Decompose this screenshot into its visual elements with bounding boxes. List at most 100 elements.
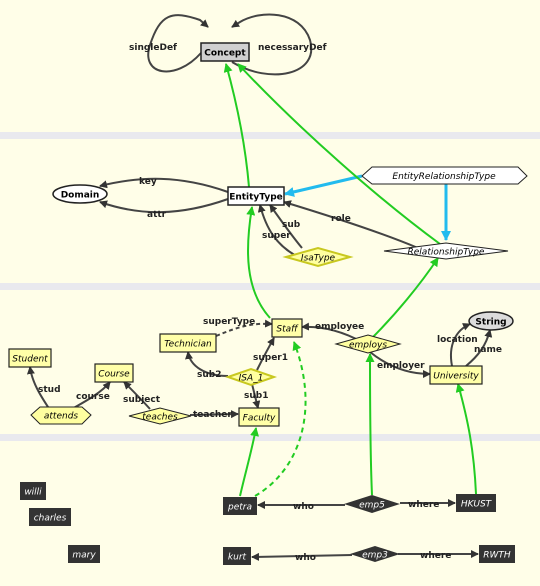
node-entity-type[interactable]: EntityType: [227, 186, 285, 206]
edge-label-name: name: [474, 345, 502, 355]
node-attends-label: attends: [44, 412, 79, 422]
edge-location[interactable]: [450, 323, 471, 367]
edge-label-teacher: teacher: [193, 410, 232, 420]
edge-label-who-emp3: who: [295, 553, 316, 563]
node-relationship-type[interactable]: RelationshipType: [383, 242, 509, 260]
edge-sub1[interactable]: [251, 383, 261, 409]
edge-sub2[interactable]: [185, 351, 229, 377]
edge-stud[interactable]: [26, 366, 51, 411]
edge-staff-instanceof-entitytype[interactable]: [246, 206, 271, 319]
node-university-label: University: [433, 372, 479, 382]
node-concept[interactable]: Concept: [200, 42, 250, 62]
edge-hkust-instanceof-university[interactable]: [455, 383, 477, 495]
node-course[interactable]: Course: [94, 363, 134, 383]
edge-label-who-emp5: who: [293, 502, 314, 512]
node-entity-type-label: EntityType: [229, 193, 283, 203]
edge-label-sub2: sub2: [197, 370, 221, 380]
edge-label-necessarydef: necessaryDef: [258, 43, 327, 53]
edge-supertype[interactable]: [215, 319, 273, 337]
node-course-label: Course: [98, 370, 130, 380]
edge-label-sub: sub: [282, 220, 301, 230]
edge-label-employee: employee: [315, 322, 364, 332]
node-willi-label: willi: [24, 488, 42, 498]
edge-petra-instanceof-faculty[interactable]: [239, 427, 259, 497]
node-faculty[interactable]: Faculty: [238, 407, 280, 427]
node-student[interactable]: Student: [8, 348, 52, 368]
level-separator: [0, 132, 540, 139]
node-string[interactable]: String: [468, 311, 514, 331]
edge-reltype-instanceof-concept[interactable]: [237, 63, 441, 245]
node-rwth[interactable]: RWTH: [479, 545, 515, 563]
node-teaches[interactable]: teaches: [128, 407, 192, 425]
node-emp5[interactable]: emp5: [344, 495, 400, 513]
edge-label-supertype: superType: [203, 317, 255, 327]
node-petra[interactable]: petra: [223, 497, 257, 515]
node-technician-label: Technician: [164, 340, 212, 350]
edge-role[interactable]: [283, 200, 419, 249]
node-hkust[interactable]: HKUST: [456, 494, 496, 512]
edge-label-stud: stud: [38, 385, 61, 395]
node-staff-label: Staff: [276, 325, 299, 335]
edge-subject[interactable]: [123, 381, 151, 410]
node-petra-label: petra: [227, 503, 252, 513]
node-kurt-label: kurt: [228, 553, 247, 563]
edge-who-emp3[interactable]: [251, 552, 353, 561]
node-string-label: String: [475, 318, 506, 328]
node-staff[interactable]: Staff: [271, 318, 303, 338]
node-hkust-label: HKUST: [461, 500, 493, 510]
edge-name[interactable]: [465, 329, 493, 367]
edge-label-employer: employer: [377, 361, 425, 371]
node-concept-label: Concept: [204, 49, 246, 59]
node-entity-relationship-type[interactable]: EntityRelationshipType: [361, 166, 528, 185]
node-domain[interactable]: Domain: [52, 184, 108, 204]
edge-label-sub1: sub1: [244, 391, 268, 401]
edge-emp5-instanceof-employs[interactable]: [365, 353, 375, 496]
node-attends[interactable]: attends: [30, 406, 92, 425]
node-charles[interactable]: charles: [29, 508, 71, 526]
edge-necessarydef[interactable]: [231, 13, 313, 76]
level-separator: [0, 283, 540, 290]
node-isa-1[interactable]: ISA_1: [224, 367, 278, 387]
edge-super1[interactable]: [256, 337, 275, 371]
edge-entitytype-instanceof-concept[interactable]: [223, 63, 250, 188]
node-isa-type-label: IsaType: [301, 254, 336, 264]
node-charles-label: charles: [34, 514, 67, 524]
edge-label-course: course: [76, 392, 110, 402]
node-emp3[interactable]: emp3: [350, 546, 400, 562]
edge-singledef[interactable]: [147, 14, 209, 73]
node-employs-label: employs: [349, 341, 387, 351]
edge-label-where-emp3: where: [420, 551, 451, 561]
node-mary[interactable]: mary: [68, 545, 100, 563]
node-domain-label: Domain: [61, 191, 100, 201]
node-emp3-label: emp3: [362, 551, 388, 561]
level-separator: [0, 434, 540, 441]
node-relationship-type-label: RelationshipType: [408, 248, 485, 258]
node-willi[interactable]: willi: [20, 482, 46, 500]
edge-entityrel-to-entitytype[interactable]: [284, 174, 363, 197]
node-teaches-label: teaches: [142, 413, 178, 423]
edge-petra-instanceof-staff[interactable]: [254, 341, 307, 497]
node-rwth-label: RWTH: [483, 551, 511, 561]
edge-label-super1: super1: [253, 353, 288, 363]
edge-label-attr: attr: [147, 210, 167, 220]
edge-label-singledef: singleDef: [129, 43, 177, 53]
node-emp5-label: emp5: [359, 501, 385, 511]
node-mary-label: mary: [72, 551, 96, 561]
node-faculty-label: Faculty: [243, 414, 276, 424]
edge-attr[interactable]: [99, 198, 229, 214]
edge-label-where-emp5: where: [408, 500, 439, 510]
node-technician[interactable]: Technician: [159, 333, 217, 353]
node-isa-1-label: ISA_1: [239, 374, 264, 384]
edge-employs-instanceof-reltype[interactable]: [371, 257, 439, 339]
node-employs[interactable]: employs: [334, 334, 402, 354]
edge-employer[interactable]: [369, 351, 431, 378]
edge-label-role: role: [331, 214, 351, 224]
edge-teacher[interactable]: [189, 410, 239, 419]
edge-sub[interactable]: [269, 204, 303, 249]
node-isa-type[interactable]: IsaType: [282, 246, 354, 268]
edge-key[interactable]: [99, 177, 229, 193]
node-kurt[interactable]: kurt: [223, 547, 251, 565]
node-university[interactable]: University: [429, 365, 483, 385]
node-entity-relationship-type-label: EntityRelationshipType: [392, 172, 496, 182]
